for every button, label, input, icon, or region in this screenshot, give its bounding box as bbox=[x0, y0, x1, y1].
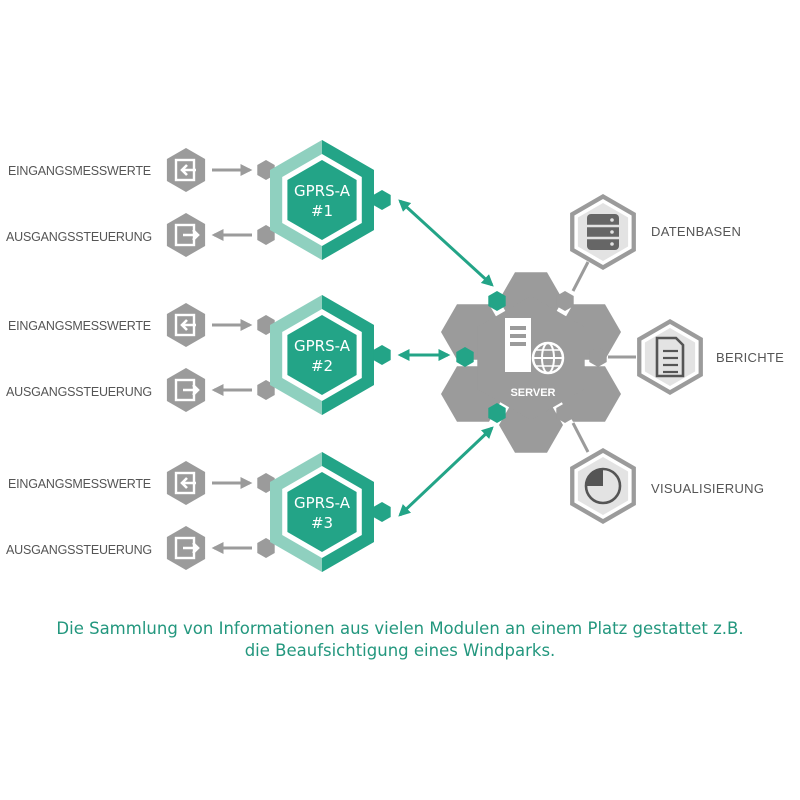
arrow-out-glyph bbox=[183, 384, 200, 396]
db-led bbox=[610, 242, 614, 246]
server-tower-slot bbox=[510, 334, 526, 338]
gprs-name-line2: #3 bbox=[311, 514, 333, 532]
gprs-name-line2: #2 bbox=[311, 357, 333, 375]
arrow-in-glyph bbox=[180, 477, 196, 489]
input-label: EINGANGSMESSWERTE bbox=[8, 319, 151, 333]
link-server-db bbox=[571, 261, 590, 292]
arrow-out-glyph bbox=[183, 229, 200, 241]
database-icon bbox=[587, 214, 619, 250]
pie-chart-icon bbox=[584, 467, 622, 505]
gprs-hex-center bbox=[287, 472, 357, 552]
connector-dot-gprs bbox=[373, 345, 391, 365]
output-label-visualization: VISUALISIERUNG bbox=[651, 481, 764, 496]
gprs-hex-center bbox=[287, 160, 357, 240]
output-label: AUSGANGSSTEUERUNG bbox=[6, 230, 152, 244]
link-gprs3-server bbox=[398, 426, 494, 517]
input-icon bbox=[166, 461, 206, 505]
server-gear-tooth bbox=[499, 397, 563, 453]
output-icon bbox=[166, 213, 206, 257]
output-label: AUSGANGSSTEUERUNG bbox=[6, 543, 152, 557]
output-icon bbox=[166, 526, 206, 570]
db-led bbox=[610, 218, 614, 222]
output-label-databases: DATENBASEN bbox=[651, 224, 741, 239]
pie-slice bbox=[586, 469, 603, 486]
output-icon bbox=[166, 368, 206, 412]
gprs-hex-center bbox=[287, 315, 357, 395]
input-icon bbox=[166, 148, 206, 192]
link-gprs1-server bbox=[398, 199, 494, 287]
gprs-module-3: GPRS-A #3 bbox=[270, 452, 374, 572]
server-tower-slot bbox=[510, 326, 526, 330]
doc-outline bbox=[655, 336, 685, 378]
server-connector-3 bbox=[488, 403, 506, 423]
gprs-module-2: GPRS-A #2 bbox=[270, 295, 374, 415]
arrow-in-glyph bbox=[180, 319, 196, 331]
server-label: SERVER bbox=[510, 387, 555, 399]
output-reports bbox=[637, 319, 703, 395]
server-node: SERVER bbox=[441, 272, 621, 453]
edges-layer bbox=[211, 164, 636, 554]
server-connector-1 bbox=[488, 291, 506, 311]
server-tower-slot bbox=[510, 342, 526, 346]
db-body bbox=[587, 214, 619, 250]
gprs-name-line1: GPRS-A bbox=[294, 494, 351, 512]
caption: Die Sammlung von Informationen aus viele… bbox=[0, 618, 800, 662]
db-led bbox=[610, 230, 614, 234]
server-connector-reports bbox=[589, 347, 607, 367]
output-database bbox=[570, 194, 636, 270]
connector-dot-gprs bbox=[373, 190, 391, 210]
caption-line-2: die Beaufsichtigung eines Windparks. bbox=[244, 641, 556, 660]
gprs-name-line1: GPRS-A bbox=[294, 337, 351, 355]
output-label: AUSGANGSSTEUERUNG bbox=[6, 385, 152, 399]
output-label-reports: BERICHTE bbox=[716, 350, 784, 365]
gprs-module-1: GPRS-A #1 bbox=[270, 140, 374, 260]
input-label: EINGANGSMESSWERTE bbox=[8, 477, 151, 491]
labels-layer: EINGANGSMESSWERTE AUSGANGSSTEUERUNG EINGAN… bbox=[6, 164, 784, 557]
server-connector-vis bbox=[556, 403, 574, 423]
gprs-name-line2: #1 bbox=[311, 202, 333, 220]
document-icon bbox=[655, 336, 685, 378]
caption-line-1: Die Sammlung von Informationen aus viele… bbox=[56, 619, 744, 638]
arrow-in-glyph bbox=[180, 164, 196, 176]
server-connector-2 bbox=[456, 347, 474, 367]
input-icon bbox=[166, 303, 206, 347]
arrow-out-glyph bbox=[183, 542, 200, 554]
input-label: EINGANGSMESSWERTE bbox=[8, 164, 151, 178]
server-connector-db bbox=[556, 291, 574, 311]
connector-dot-output bbox=[257, 538, 275, 558]
output-visualization bbox=[570, 448, 636, 524]
link-server-vis bbox=[571, 422, 590, 453]
connector-dot-gprs bbox=[373, 502, 391, 522]
gprs-name-line1: GPRS-A bbox=[294, 182, 351, 200]
